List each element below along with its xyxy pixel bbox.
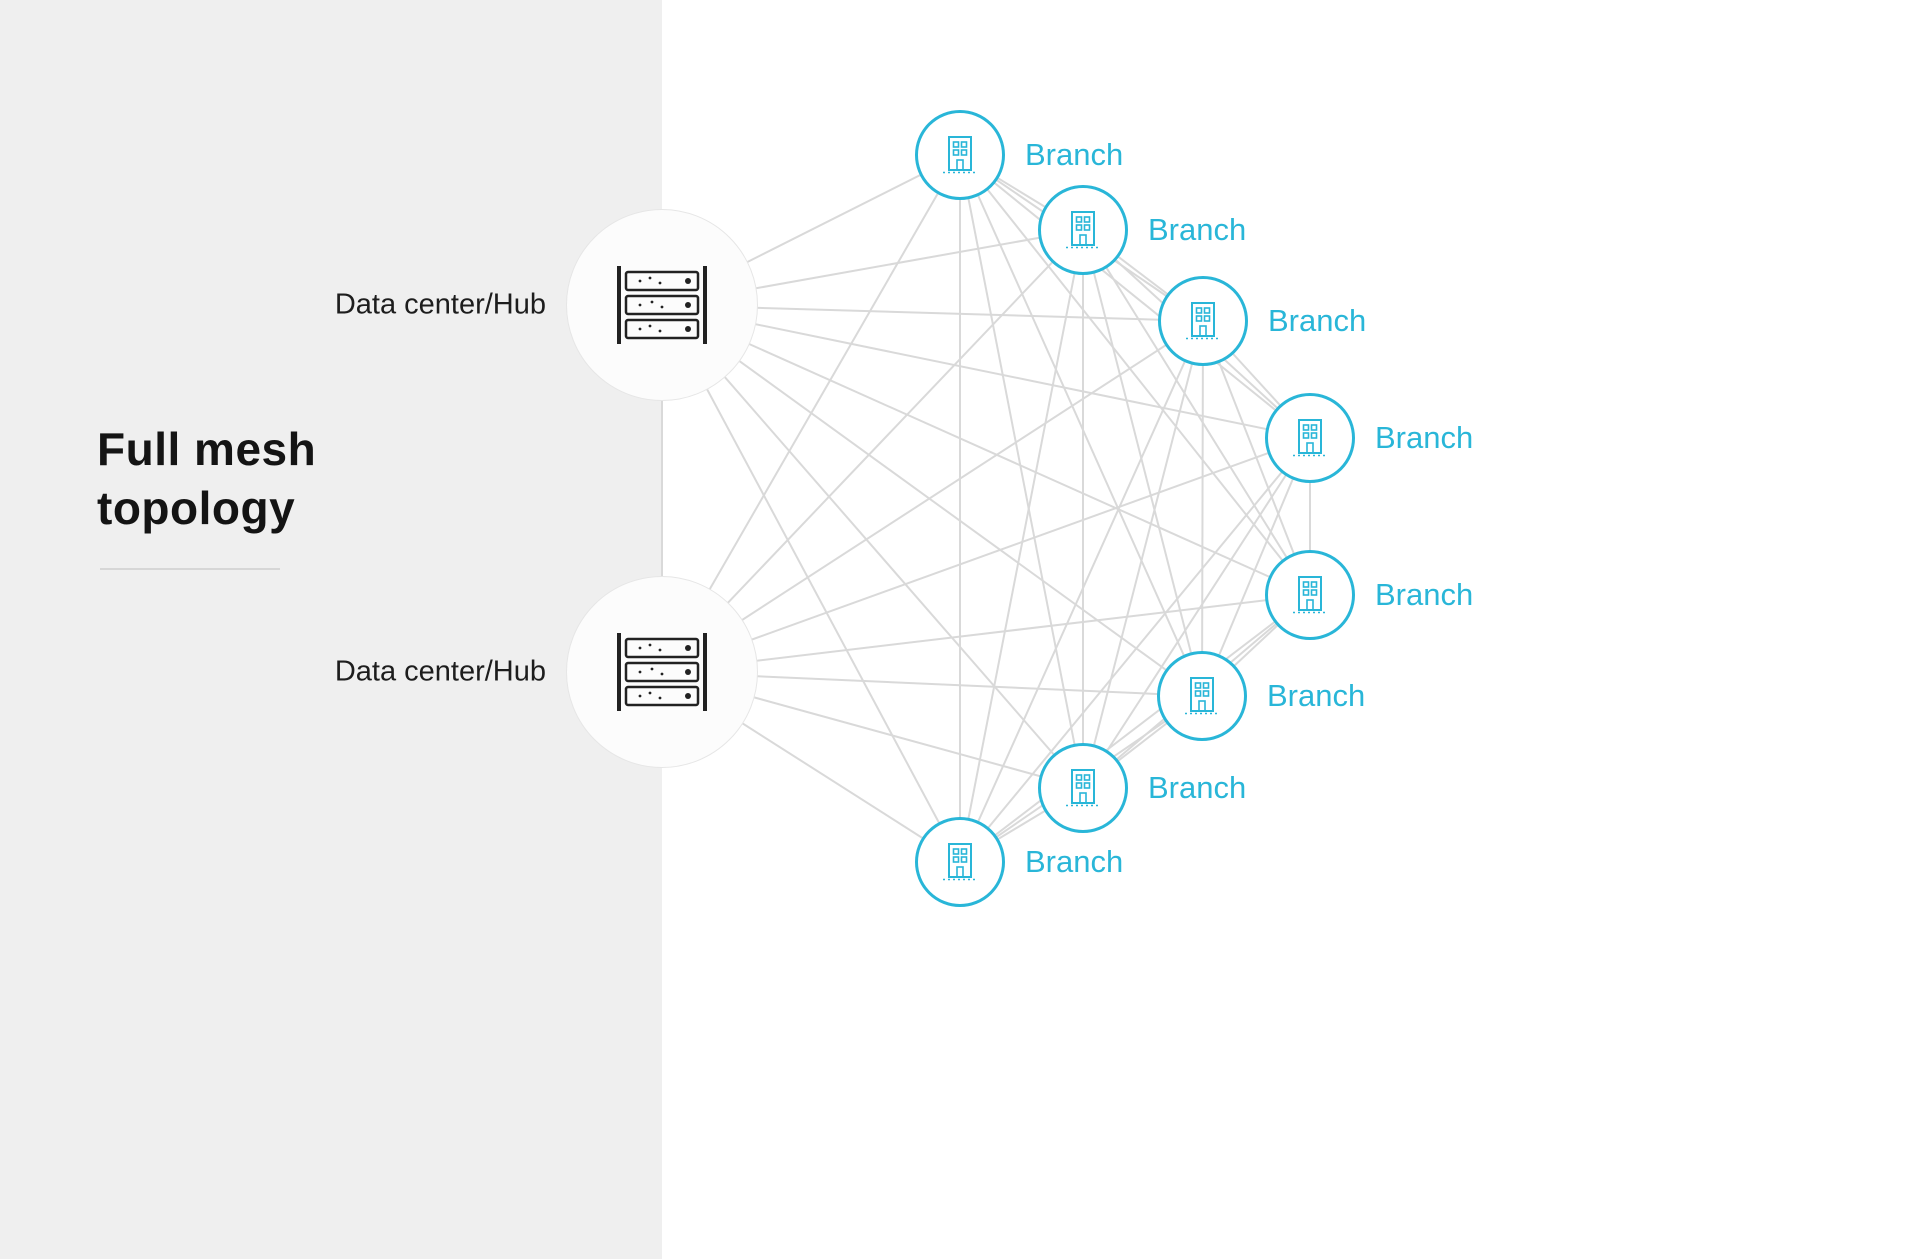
mesh-edge: [1082, 437, 1311, 789]
node-branch3: [1158, 276, 1248, 366]
mesh-edge: [959, 154, 1084, 789]
branch-label: Branch: [1267, 678, 1366, 713]
branch-label: Branch: [1268, 303, 1367, 338]
hub-label: Data center/Hub: [334, 288, 546, 321]
building-icon: [1059, 764, 1107, 812]
mesh-edge: [661, 304, 961, 863]
mesh-edge: [959, 154, 1311, 596]
branch-label: Branch: [1025, 844, 1124, 879]
node-branch8: [915, 817, 1005, 907]
node-hub1: [566, 209, 758, 401]
mesh-edge: [661, 304, 1203, 697]
mesh-edge: [959, 154, 1203, 697]
building-icon: [936, 131, 984, 179]
building-icon: [1286, 414, 1334, 462]
node-branch1: [915, 110, 1005, 200]
mesh-edge: [661, 229, 1084, 673]
node-branch7: [1038, 743, 1128, 833]
mesh-edge: [1082, 229, 1203, 697]
mesh-edge: [661, 304, 1084, 789]
mesh-edge: [959, 320, 1204, 863]
node-branch5: [1265, 550, 1355, 640]
server-rack-icon: [616, 633, 708, 711]
mesh-edge: [959, 229, 1084, 863]
mesh-edge: [661, 320, 1204, 673]
mesh-edge: [1201, 437, 1311, 697]
mesh-edge: [1082, 320, 1204, 789]
mesh-edge: [959, 594, 1311, 863]
mesh-edge: [661, 154, 961, 673]
building-icon: [1179, 297, 1227, 345]
branch-label: Branch: [1025, 137, 1124, 172]
page-title: Full mesh topology: [97, 423, 317, 534]
building-icon: [1178, 672, 1226, 720]
branch-label: Branch: [1375, 420, 1474, 455]
building-icon: [1286, 571, 1334, 619]
mesh-edge: [959, 437, 1311, 863]
mesh-edge: [959, 154, 1311, 439]
branch-label: Branch: [1148, 212, 1247, 247]
building-icon: [936, 838, 984, 886]
title-divider: [100, 568, 280, 570]
node-branch6: [1157, 651, 1247, 741]
node-branch2: [1038, 185, 1128, 275]
branch-label: Branch: [1148, 770, 1247, 805]
mesh-edge: [1082, 229, 1311, 596]
hub-label: Data center/Hub: [334, 655, 546, 688]
server-rack-icon: [616, 266, 708, 344]
building-icon: [1059, 206, 1107, 254]
left-panel: [0, 0, 662, 1259]
node-branch4: [1265, 393, 1355, 483]
mesh-edge: [1202, 320, 1311, 596]
mesh-edge: [1201, 320, 1204, 697]
node-hub2: [566, 576, 758, 768]
branch-label: Branch: [1375, 577, 1474, 612]
